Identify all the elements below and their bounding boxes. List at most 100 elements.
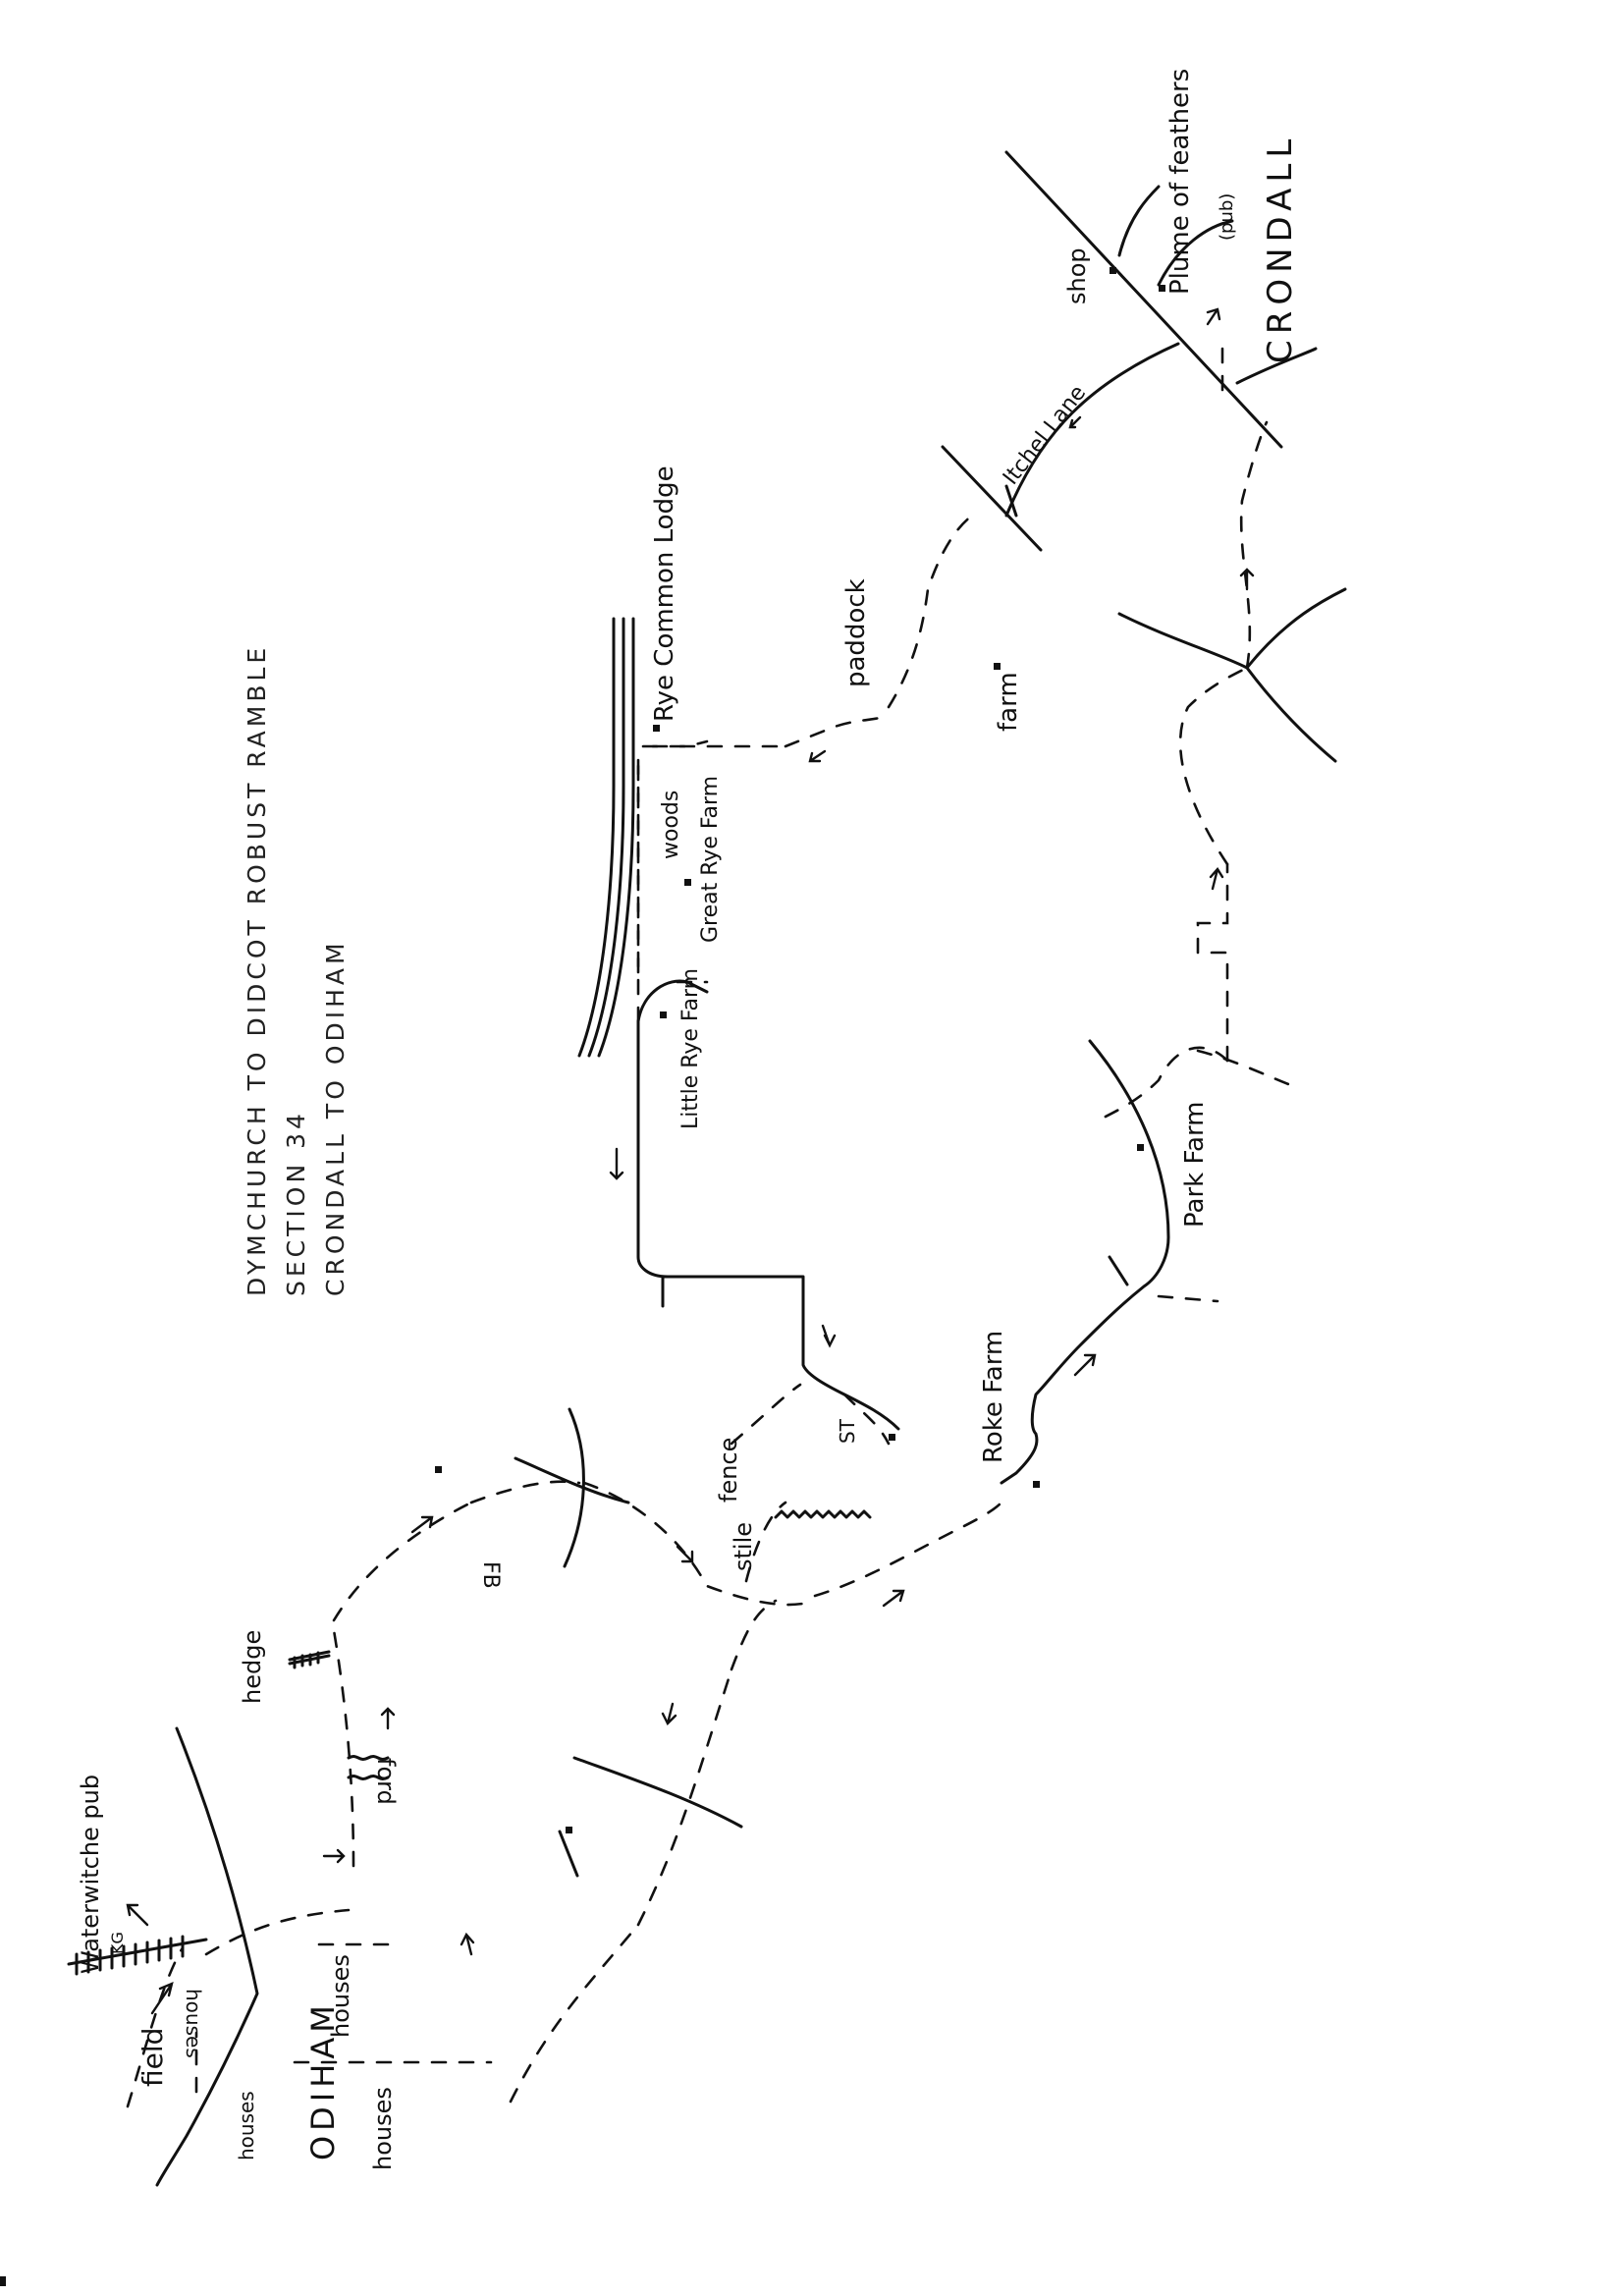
label-shop: shop xyxy=(1063,247,1091,304)
label-kg: KG xyxy=(108,1932,127,1954)
path-roke xyxy=(813,1501,1003,1598)
place-labels: ODIHAM CRONDALL Waterwitche pub KG field… xyxy=(77,69,1300,2170)
arrow-fb xyxy=(676,1545,694,1563)
path-up-to-cross xyxy=(1178,666,1249,866)
path-hedge-fb xyxy=(332,1501,473,1622)
label-houses-4: houses xyxy=(369,2087,397,2170)
arrow-crondall xyxy=(1206,307,1221,326)
itchel-lane-tick xyxy=(1004,484,1018,518)
label-farm: farm xyxy=(994,672,1023,732)
road-fb-cross-1 xyxy=(514,1456,630,1504)
label-woods: woods xyxy=(659,791,683,859)
label-pub-note: (pub) xyxy=(1217,193,1237,241)
arrow-pub xyxy=(126,1903,149,1927)
crossroads-line xyxy=(1245,666,1337,763)
itchel-lane-cross xyxy=(941,445,1043,552)
itchel-lane xyxy=(1004,342,1180,518)
building-st xyxy=(889,1434,895,1441)
arrow-houses xyxy=(322,1848,346,1864)
fence-symbol xyxy=(774,1509,872,1519)
path-stile-fence xyxy=(744,1501,787,1583)
arrow-south xyxy=(661,1702,677,1726)
arrow-return xyxy=(460,1932,475,1956)
direction-arrows xyxy=(126,307,1255,2015)
label-crondall: CRONDALL xyxy=(1261,134,1300,363)
pub-road-hatching xyxy=(75,1935,185,1976)
building-great-rye xyxy=(684,879,691,886)
building-little-rye xyxy=(660,1011,667,1018)
path-south-2 xyxy=(636,1667,733,1927)
arrow-ford xyxy=(380,1707,396,1730)
crondall-pub-road xyxy=(1157,219,1234,287)
building-rye-lodge xyxy=(653,725,660,732)
title-line-3: CRONDALL TO ODIHAM xyxy=(321,939,350,1296)
arrow-lane-down xyxy=(821,1324,837,1348)
map-title: DYMCHURCH TO DIDCOT ROBUST RAMBLE SECTIO… xyxy=(243,644,350,1296)
path-fence-up xyxy=(730,1383,802,1446)
arrow-park xyxy=(1073,1353,1097,1377)
label-fence: fence xyxy=(715,1438,742,1503)
path-park-stub xyxy=(1157,1294,1219,1303)
roads xyxy=(67,150,1347,2187)
title-line-2: SECTION 34 xyxy=(282,1110,310,1296)
building-park-farm xyxy=(1137,1144,1144,1151)
label-rye-common-lodge: Rye Common Lodge xyxy=(650,465,679,722)
building-markers xyxy=(435,267,1165,1833)
label-waterwitch-pub: Waterwitche pub xyxy=(77,1775,104,1974)
building-fb xyxy=(435,1466,442,1473)
crondall-side-road xyxy=(1235,347,1318,385)
odiham-main-road xyxy=(155,1726,259,2187)
path-ford xyxy=(332,1628,355,1868)
building-plume xyxy=(1159,285,1165,292)
arrow-cross-up xyxy=(1239,568,1255,591)
label-houses-3: houses xyxy=(327,1954,354,2038)
label-odiham: ODIHAM xyxy=(304,2000,342,2160)
path-fb-stile xyxy=(582,1481,817,1607)
main-road-line-3 xyxy=(597,617,635,1058)
label-hedge: hedge xyxy=(239,1630,266,1704)
label-stile: stile xyxy=(730,1522,757,1571)
main-road-line-1 xyxy=(577,617,616,1058)
hedge-line xyxy=(288,1650,331,1669)
arrow-field xyxy=(150,1981,174,2015)
little-rye-lane xyxy=(636,1019,900,1431)
road-crossing-lower xyxy=(572,1756,743,1829)
title-line-1: DYMCHURCH TO DIDCOT ROBUST RAMBLE xyxy=(243,644,271,1296)
path-woods xyxy=(641,710,891,748)
path-fb-road xyxy=(469,1480,581,1504)
path-st xyxy=(842,1393,891,1446)
path-roke-stub xyxy=(1196,1049,1293,1087)
arrow-hedge xyxy=(410,1515,434,1534)
label-itchel-lane: Itchel Lane xyxy=(999,381,1091,490)
building-shop xyxy=(1110,267,1116,274)
road-crossing-lower-stub xyxy=(558,1830,579,1878)
building-lower xyxy=(566,1827,572,1833)
label-roke-farm: Roke Farm xyxy=(979,1331,1008,1463)
path-south-3 xyxy=(730,1599,778,1671)
arrow-little-rye xyxy=(609,1147,624,1180)
label-paddock: paddock xyxy=(841,578,871,687)
arrow-paddock xyxy=(808,749,827,763)
path-cross-to-crondall xyxy=(1239,420,1269,670)
crondall-shop-road xyxy=(1117,185,1161,257)
ford-symbol xyxy=(347,1755,390,1780)
path-lower-right xyxy=(1098,1046,1229,1121)
label-little-rye-farm: Little Rye Farm xyxy=(678,968,703,1129)
road-fb-cross-2 xyxy=(563,1407,585,1568)
crondall-main-road xyxy=(1004,150,1283,449)
label-plume-of-feathers: Plume of feathers xyxy=(1165,69,1195,295)
building-farm xyxy=(994,663,1001,670)
label-houses-2: houses xyxy=(182,1989,205,2058)
building-roke-farm xyxy=(1033,1481,1040,1488)
label-ford: ford xyxy=(372,1758,400,1805)
label-park-farm: Park Farm xyxy=(1180,1101,1210,1228)
label-great-rye-farm: Great Rye Farm xyxy=(698,776,723,943)
path-south-1 xyxy=(509,1923,640,2104)
label-houses-1: houses xyxy=(235,2091,258,2160)
label-st: ST xyxy=(836,1418,859,1444)
scan-mark xyxy=(0,2276,6,2286)
path-odiham-ford xyxy=(204,1908,351,1956)
path-paddock xyxy=(887,514,974,709)
label-fb: FB xyxy=(478,1561,503,1589)
